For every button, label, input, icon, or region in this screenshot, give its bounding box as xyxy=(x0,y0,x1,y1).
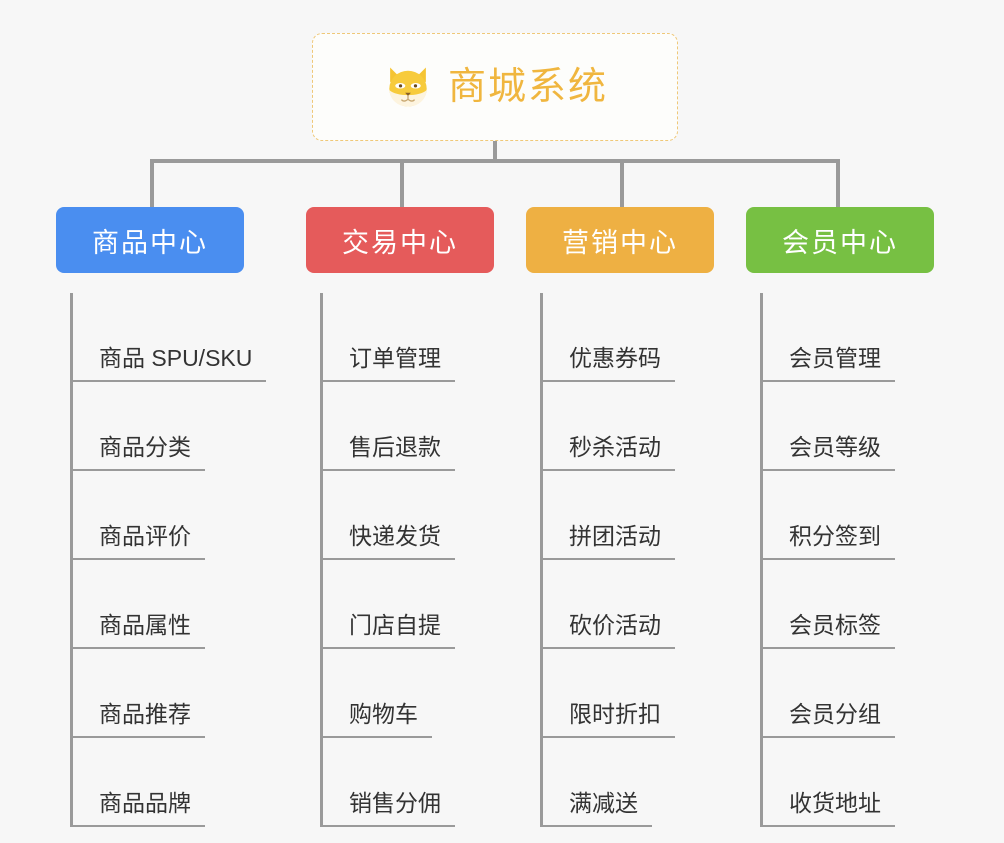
list-item[interactable]: 收货地址 xyxy=(763,738,990,827)
list-item-label: 积分签到 xyxy=(763,523,895,560)
list-item-label: 商品属性 xyxy=(73,612,205,649)
list-item-label: 商品推荐 xyxy=(73,701,205,738)
connector-drop-column-1 xyxy=(150,159,154,209)
category-box-trade-center[interactable]: 交易中心 xyxy=(306,207,494,273)
list-item-label: 砍价活动 xyxy=(543,612,675,649)
category-box-marketing-center[interactable]: 营销中心 xyxy=(526,207,714,273)
category-label: 商品中心 xyxy=(92,227,208,258)
list-item[interactable]: 优惠券码 xyxy=(543,293,770,382)
list-item-label: 会员分组 xyxy=(763,701,895,738)
category-label: 营销中心 xyxy=(562,227,678,258)
list-item-label: 商品分类 xyxy=(73,434,205,471)
list-item[interactable]: 限时折扣 xyxy=(543,649,770,738)
list-item-label: 拼团活动 xyxy=(543,523,675,560)
list-item-label: 满减送 xyxy=(543,790,652,827)
list-item[interactable]: 商品分类 xyxy=(73,382,300,471)
branch-trade-center: 交易中心 订单管理 售后退款 快递发货 门店自提 购物车 销售分佣 xyxy=(306,207,550,843)
list-item-label: 售后退款 xyxy=(323,434,455,471)
list-item[interactable]: 售后退款 xyxy=(323,382,550,471)
list-item[interactable]: 会员等级 xyxy=(763,382,990,471)
sub-list-marketing-center: 优惠券码 秒杀活动 拼团活动 砍价活动 限时折扣 满减送 xyxy=(540,293,770,827)
list-item[interactable]: 商品 SPU/SKU xyxy=(73,293,300,382)
connector-drop-column-3 xyxy=(620,159,624,209)
list-item-label: 收货地址 xyxy=(763,790,895,827)
list-item-label: 会员管理 xyxy=(763,345,895,382)
root-title: 商城系统 xyxy=(447,66,608,108)
branch-product-center: 商品中心 商品 SPU/SKU 商品分类 商品评价 商品属性 商品推荐 商品品牌 xyxy=(56,207,300,843)
root-node[interactable]: 商城系统 xyxy=(312,33,678,141)
list-item-label: 商品评价 xyxy=(73,523,205,560)
list-item-label: 优惠券码 xyxy=(543,345,675,382)
list-item[interactable]: 订单管理 xyxy=(323,293,550,382)
sub-list-trade-center: 订单管理 售后退款 快递发货 门店自提 购物车 销售分佣 xyxy=(320,293,550,827)
list-item[interactable]: 商品品牌 xyxy=(73,738,300,827)
branch-member-center: 会员中心 会员管理 会员等级 积分签到 会员标签 会员分组 收货地址 xyxy=(746,207,990,843)
list-item-label: 商品品牌 xyxy=(73,790,205,827)
list-item-label: 快递发货 xyxy=(323,523,455,560)
list-item[interactable]: 会员分组 xyxy=(763,649,990,738)
list-item[interactable]: 满减送 xyxy=(543,738,770,827)
list-item[interactable]: 商品评价 xyxy=(73,471,300,560)
list-item[interactable]: 商品属性 xyxy=(73,560,300,649)
list-item-label: 会员标签 xyxy=(763,612,895,649)
list-item-label: 销售分佣 xyxy=(323,790,455,827)
category-box-member-center[interactable]: 会员中心 xyxy=(746,207,934,273)
connector-drop-column-4 xyxy=(836,159,840,209)
connector-horizontal-bar xyxy=(150,159,840,163)
category-label: 会员中心 xyxy=(782,227,898,258)
list-item[interactable]: 购物车 xyxy=(323,649,550,738)
list-item[interactable]: 门店自提 xyxy=(323,560,550,649)
list-item[interactable]: 会员标签 xyxy=(763,560,990,649)
list-item[interactable]: 商品推荐 xyxy=(73,649,300,738)
list-item-label: 购物车 xyxy=(323,701,432,738)
sub-list-member-center: 会员管理 会员等级 积分签到 会员标签 会员分组 收货地址 xyxy=(760,293,990,827)
connector-drop-column-2 xyxy=(400,159,404,209)
list-item[interactable]: 秒杀活动 xyxy=(543,382,770,471)
list-item-label: 秒杀活动 xyxy=(543,434,675,471)
connector-root-stem xyxy=(493,141,497,163)
shiba-dog-face-icon xyxy=(389,67,427,107)
list-item[interactable]: 砍价活动 xyxy=(543,560,770,649)
list-item[interactable]: 快递发货 xyxy=(323,471,550,560)
category-label: 交易中心 xyxy=(342,227,458,258)
category-box-product-center[interactable]: 商品中心 xyxy=(56,207,244,273)
sub-list-product-center: 商品 SPU/SKU 商品分类 商品评价 商品属性 商品推荐 商品品牌 xyxy=(70,293,300,827)
list-item[interactable]: 销售分佣 xyxy=(323,738,550,827)
list-item-label: 商品 SPU/SKU xyxy=(73,345,267,382)
list-item[interactable]: 会员管理 xyxy=(763,293,990,382)
list-item[interactable]: 积分签到 xyxy=(763,471,990,560)
list-item[interactable]: 拼团活动 xyxy=(543,471,770,560)
list-item-label: 限时折扣 xyxy=(543,701,675,738)
list-item-label: 订单管理 xyxy=(323,345,455,382)
list-item-label: 会员等级 xyxy=(763,434,895,471)
branch-marketing-center: 营销中心 优惠券码 秒杀活动 拼团活动 砍价活动 限时折扣 满减送 xyxy=(526,207,770,843)
list-item-label: 门店自提 xyxy=(323,612,455,649)
